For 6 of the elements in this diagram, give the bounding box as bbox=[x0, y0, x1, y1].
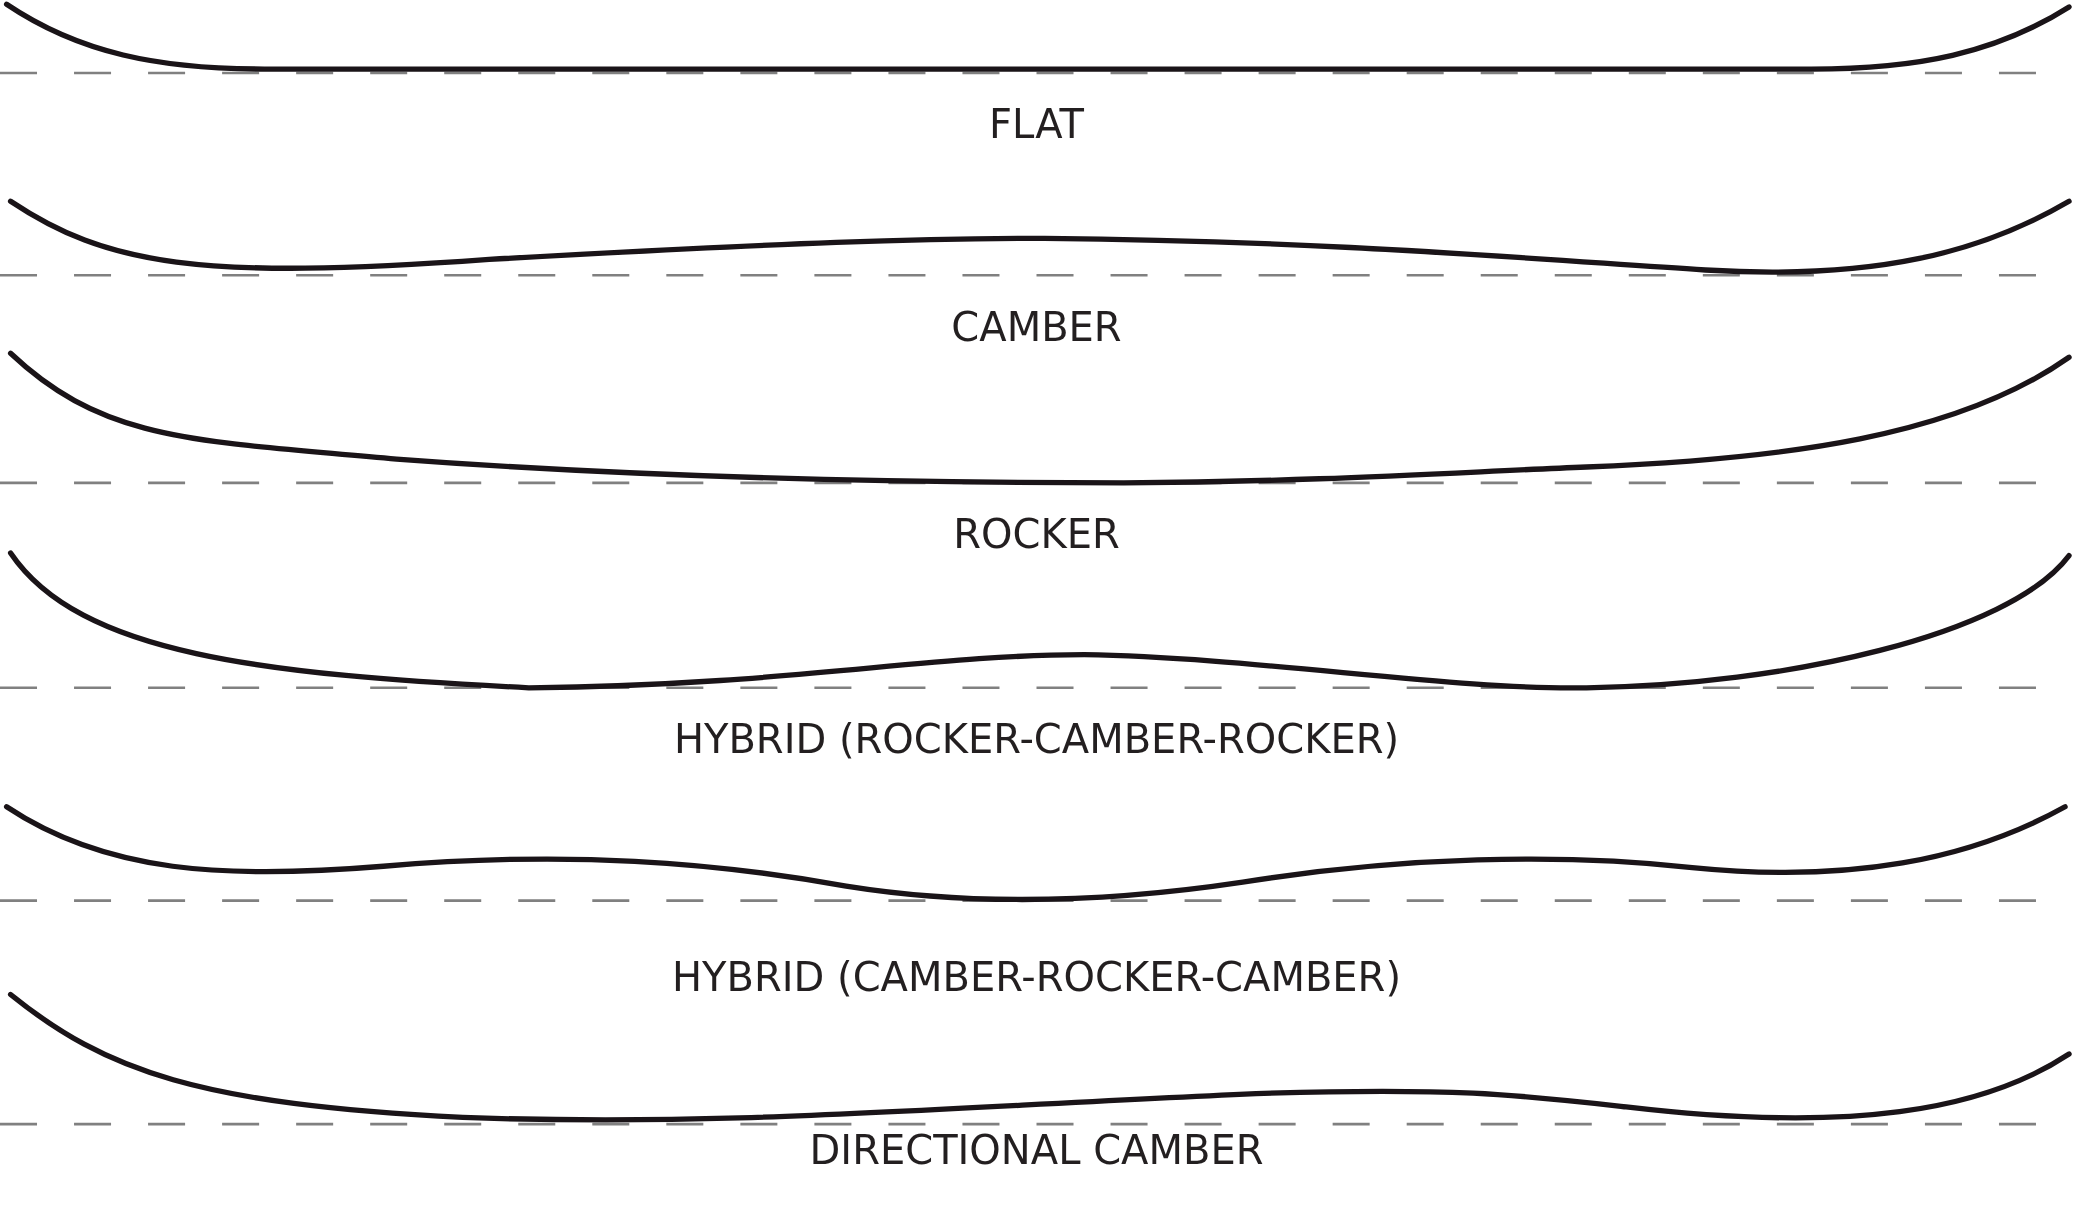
profile-label: HYBRID (CAMBER-ROCKER-CAMBER) bbox=[672, 953, 1401, 1001]
profile-label: ROCKER bbox=[953, 510, 1120, 558]
profile-label: CAMBER bbox=[951, 303, 1122, 351]
profile-label: HYBRID (ROCKER-CAMBER-ROCKER) bbox=[673, 715, 1400, 763]
profile-label: DIRECTIONAL CAMBER bbox=[809, 1126, 1264, 1174]
profile-label: FLAT bbox=[989, 100, 1084, 148]
